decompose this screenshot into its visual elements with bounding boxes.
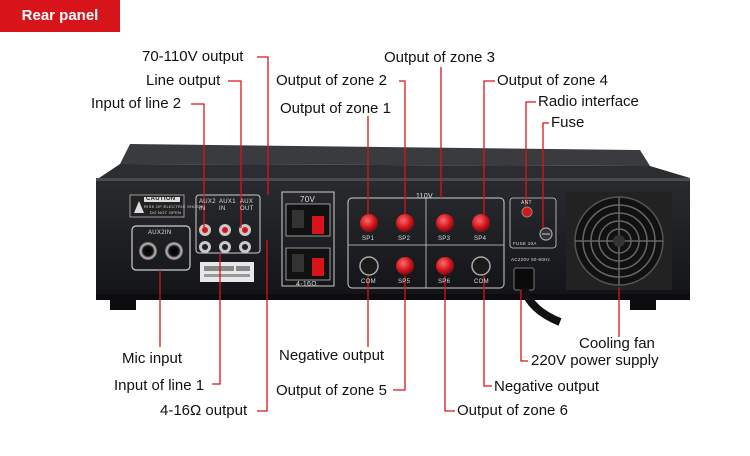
com1-label: COM xyxy=(361,279,376,285)
v110-label: 110V xyxy=(416,193,434,200)
ac-label: AC220V 50-60Hz xyxy=(511,257,551,262)
caution-text: CAUTION xyxy=(146,196,176,202)
rca-auxout-top xyxy=(239,224,251,236)
sp6-label: SP6 xyxy=(438,279,451,285)
rca-aux2-top xyxy=(199,224,211,236)
mic-input-box xyxy=(131,225,191,271)
power-section xyxy=(509,197,562,326)
com2-label: COM xyxy=(474,279,489,285)
rca-aux1-bottom xyxy=(219,241,231,253)
binding-posts xyxy=(347,197,505,289)
label-radio-interface: Radio interface xyxy=(538,93,639,110)
label-zone4: Output of zone 4 xyxy=(497,72,608,89)
line-4-16 xyxy=(257,240,268,412)
aux1-in-label: AUX1 IN xyxy=(219,199,236,212)
label-mic-input: Mic input xyxy=(122,350,183,367)
label-input-line1: Input of line 1 xyxy=(114,377,205,394)
rca-section xyxy=(195,194,261,282)
line-line-output xyxy=(228,80,242,228)
sp3-label: SP3 xyxy=(438,236,451,242)
sp5-label: SP5 xyxy=(398,279,411,285)
sp1-label: SP1 xyxy=(362,236,375,242)
caution-sticker xyxy=(129,194,185,218)
label-zone3: Output of zone 3 xyxy=(384,49,495,66)
aux-out-label: AUX OUT xyxy=(240,199,254,212)
power-inlet xyxy=(513,267,535,291)
label-input-line2: Input of line 2 xyxy=(91,95,182,112)
caution-sub2: DO NOT OPEN xyxy=(150,210,182,215)
serial-sticker xyxy=(200,262,254,282)
fuse-spec-label: FUSE 10A xyxy=(513,241,537,246)
label-fuse: Fuse xyxy=(551,114,585,131)
mic-jack-right xyxy=(165,242,183,260)
sp2-label: SP2 xyxy=(398,236,411,242)
label-zone5: Output of zone 5 xyxy=(276,382,387,399)
line-zone5 xyxy=(393,276,406,391)
label-power-supply: 220V power supply xyxy=(531,352,659,369)
line-input-line2 xyxy=(191,103,205,228)
label-zone2: Output of zone 2 xyxy=(276,72,387,89)
label-zone1: Output of zone 1 xyxy=(280,100,391,117)
ant-label: ANT xyxy=(521,200,532,206)
cooling-fan-grille xyxy=(566,192,672,290)
line-zone2 xyxy=(399,80,406,214)
callout-lines xyxy=(159,56,620,412)
rca-aux1-top xyxy=(219,224,231,236)
sp4-post xyxy=(472,214,490,232)
sp3-post xyxy=(436,214,454,232)
line-zone6 xyxy=(444,276,455,412)
power-cord xyxy=(520,286,562,326)
label-70-110v-output: 70-110V output xyxy=(142,48,244,65)
com2-post xyxy=(471,256,491,276)
sp1-post xyxy=(360,214,378,232)
line-70-110v xyxy=(257,56,269,195)
speaker-clip-terminals xyxy=(281,191,335,287)
ohm-label: 4-16Ω xyxy=(296,281,317,288)
line-negative2 xyxy=(483,276,492,387)
sp2-post xyxy=(396,214,414,232)
v70-label: 70V xyxy=(300,195,316,204)
label-cooling-fan: Cooling fan xyxy=(579,335,655,352)
sp5-post xyxy=(396,257,414,275)
aux2-in-label: AUX2 IN xyxy=(199,199,216,212)
caution-sub1: RISK OF ELECTRIC SHOCK xyxy=(144,204,203,209)
label-zone6: Output of zone 6 xyxy=(457,402,568,419)
label-4-16-output: 4-16Ω output xyxy=(160,402,248,419)
radio-jack xyxy=(521,206,533,218)
line-fuse xyxy=(542,122,549,228)
sp4-label: SP4 xyxy=(474,236,487,242)
rca-auxout-bottom xyxy=(239,241,251,253)
label-line-output: Line output xyxy=(146,72,221,89)
aux2in-label: AUX2IN xyxy=(148,230,172,236)
rear-panel-badge: Rear panel xyxy=(0,0,120,32)
com1-post xyxy=(359,256,379,276)
mic-jack-left xyxy=(139,242,157,260)
line-radio xyxy=(525,101,536,206)
line-input-line1 xyxy=(212,253,221,385)
label-negative-output-1: Negative output xyxy=(279,347,385,364)
rca-aux2-bottom xyxy=(199,241,211,253)
line-power xyxy=(520,290,528,362)
line-zone4 xyxy=(483,80,495,214)
sp6-post xyxy=(436,257,454,275)
label-negative-output-2: Negative output xyxy=(494,378,600,395)
